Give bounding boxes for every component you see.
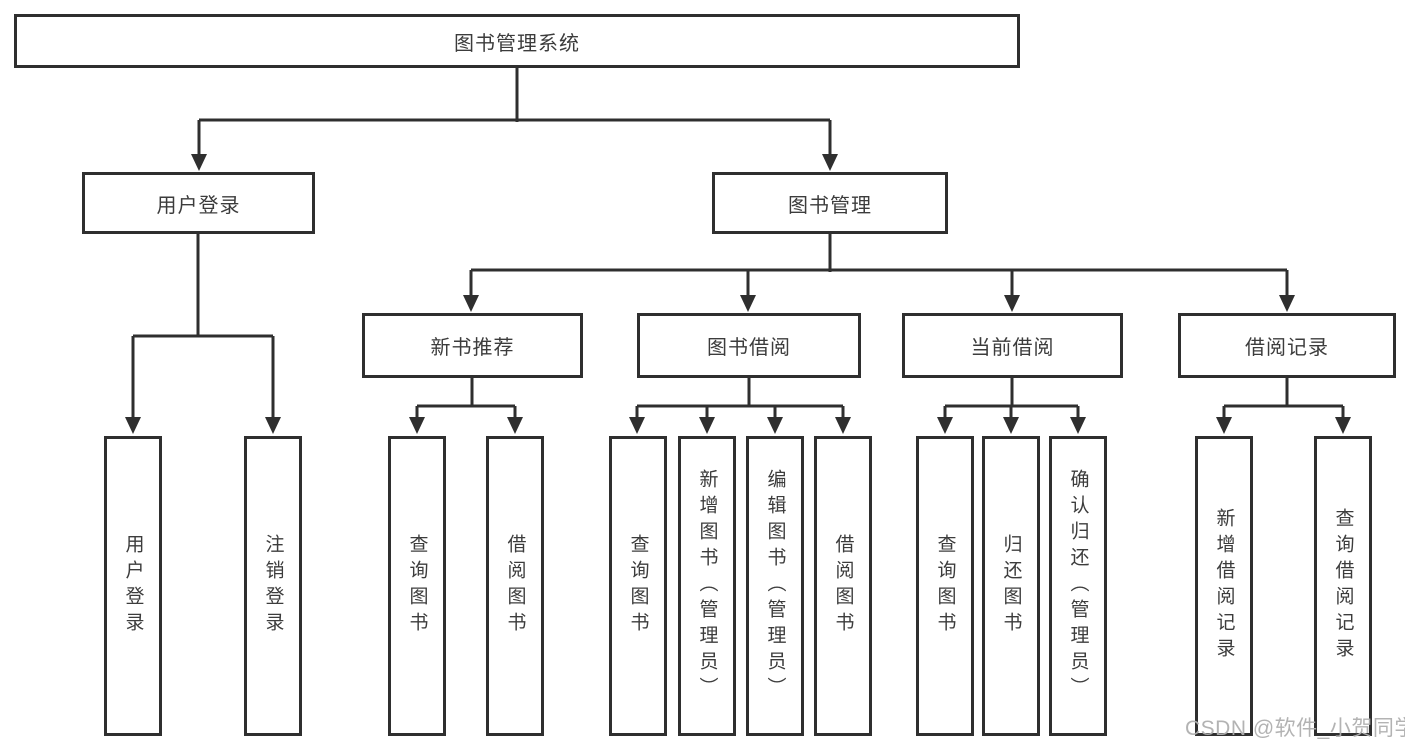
leaf-query-books-borrow: 查询图书 (609, 436, 667, 736)
leaf-add-borrow-record: 新增借阅记录 (1195, 436, 1253, 736)
leaf-borrow-books-recommend: 借阅图书 (486, 436, 544, 736)
node-user-login: 用户登录 (82, 172, 315, 234)
node-book-borrow: 图书借阅 (637, 313, 861, 378)
leaf-query-books-recommend: 查询图书 (388, 436, 446, 736)
node-current-borrow: 当前借阅 (902, 313, 1123, 378)
leaf-edit-book-admin: 编辑图书（管理员） (746, 436, 804, 736)
connector-path (131, 68, 1345, 421)
leaf-user-login: 用户登录 (104, 436, 162, 736)
node-root-system: 图书管理系统 (14, 14, 1020, 68)
leaf-query-books-current: 查询图书 (916, 436, 974, 736)
leaf-borrow-books: 借阅图书 (814, 436, 872, 736)
leaf-add-book-admin: 新增图书（管理员） (678, 436, 736, 736)
node-new-book-recommend: 新书推荐 (362, 313, 583, 378)
csdn-watermark: CSDN @软件_小贺同学 (1185, 717, 1405, 740)
node-borrow-records: 借阅记录 (1178, 313, 1396, 378)
leaf-return-book: 归还图书 (982, 436, 1040, 736)
leaf-query-borrow-record: 查询借阅记录 (1314, 436, 1372, 736)
node-book-management: 图书管理 (712, 172, 948, 234)
leaf-confirm-return-admin: 确认归还（管理员） (1049, 436, 1107, 736)
leaf-logout: 注销登录 (244, 436, 302, 736)
